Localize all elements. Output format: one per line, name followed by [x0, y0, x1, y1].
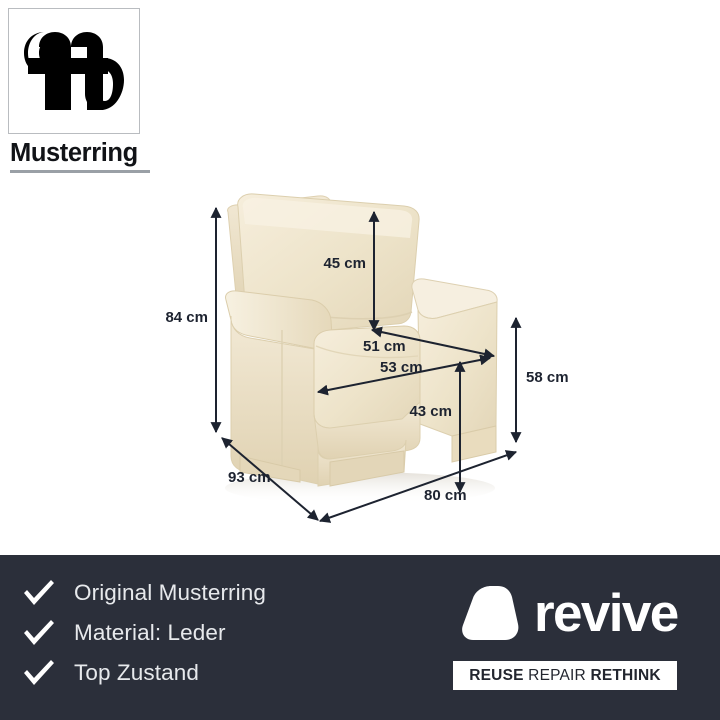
tagline-word-repair: REPAIR	[528, 666, 586, 684]
musterring-monogram-icon	[24, 32, 124, 110]
armchair-diagram: 84 cm 45 cm 51 cm 53 cm 43 cm	[165, 193, 569, 523]
dimension-arm-height-label: 58 cm	[526, 369, 569, 386]
dimension-seat-depth: 51 cm	[363, 326, 496, 360]
list-item: Original Musterring	[22, 573, 422, 613]
dimension-seat-height-label: 43 cm	[409, 403, 452, 420]
brand-name: Musterring	[10, 139, 138, 167]
feature-label: Original Musterring	[74, 580, 266, 605]
list-item: Top Zustand	[22, 653, 422, 693]
info-banner: Original Musterring Material: Leder Top …	[0, 555, 720, 720]
dimension-back-height: 45 cm	[323, 210, 380, 332]
dimension-back-height-label: 45 cm	[323, 255, 366, 272]
check-icon	[22, 659, 62, 687]
revive-leaf-icon	[462, 586, 519, 640]
tagline-word-rethink: RETHINK	[590, 666, 661, 684]
dimension-total-depth-label: 93 cm	[228, 469, 271, 486]
brand-logo: Musterring	[8, 8, 158, 173]
revive-logo: revive REUSE REPAIR RETHINK	[436, 575, 696, 690]
feature-list: Original Musterring Material: Leder Top …	[22, 573, 422, 693]
dimension-total-width: 80 cm	[318, 450, 518, 523]
dimension-total-height-label: 84 cm	[165, 309, 208, 326]
revive-logo-top: revive	[436, 575, 696, 651]
feature-label: Material: Leder	[74, 620, 226, 645]
dimension-total-width-label: 80 cm	[424, 487, 467, 504]
dimension-seat-depth-label: 51 cm	[363, 338, 406, 355]
feature-label: Top Zustand	[74, 660, 199, 685]
revive-wordmark: revive	[534, 583, 679, 643]
brand-underline	[10, 169, 150, 173]
revive-tagline: REUSE REPAIR RETHINK	[453, 661, 677, 690]
brand-mark-box	[8, 8, 140, 134]
check-icon	[22, 579, 62, 607]
dimension-total-depth: 93 cm	[221, 437, 319, 521]
dimension-arm-height: 58 cm	[510, 316, 569, 444]
check-icon	[22, 619, 62, 647]
dimension-seat-width-label: 53 cm	[380, 359, 423, 376]
product-illustration: 84 cm 45 cm 51 cm 53 cm 43 cm	[165, 193, 569, 523]
list-item: Material: Leder	[22, 613, 422, 653]
tagline-word-reuse: REUSE	[469, 666, 524, 684]
dimension-total-height: 84 cm	[165, 206, 222, 434]
